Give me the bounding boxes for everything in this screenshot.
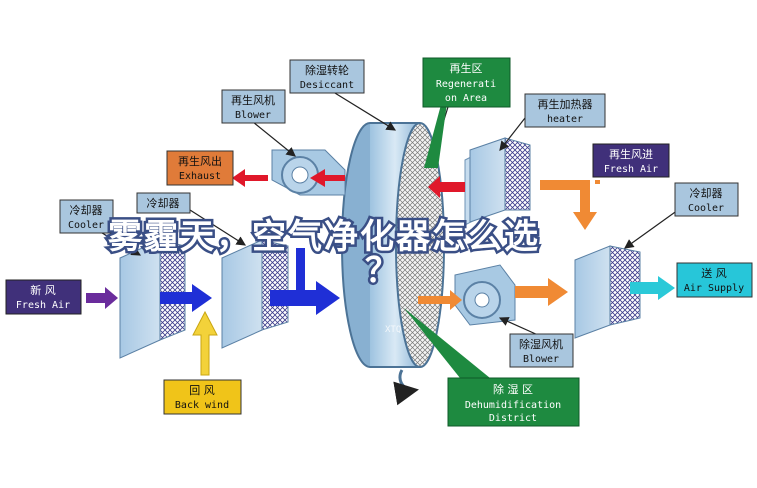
air-supply-arrow: [630, 276, 675, 300]
air-supply-zh: 送 风: [701, 266, 727, 280]
label-fresh-air-in: 新 风 Fresh Air: [5, 279, 82, 315]
fresh-air-arrow: [86, 287, 118, 309]
regen-blower-en: Blower: [235, 110, 271, 121]
label-dehum-blower: 除湿风机 Blower: [509, 333, 574, 368]
exhaust-zh: 再生风出: [178, 154, 222, 168]
label-back-wind: 回 风 Back wind: [163, 379, 242, 415]
process-arrow-1: [160, 284, 212, 312]
regen-heater-en: heater: [547, 114, 583, 125]
regen-area-zh: 再生区: [450, 61, 483, 75]
process-arrow-2: [270, 281, 340, 315]
regen-air-arrow: [428, 176, 465, 198]
flow-arrows: [86, 169, 675, 376]
cooler-right: [574, 245, 641, 339]
regen-blower-zh: 再生风机: [231, 93, 275, 107]
label-regen-heater: 再生加热器 heater: [524, 93, 606, 128]
label-dehum-district: 除 湿 区 Dehumidification District: [447, 377, 580, 427]
dehum-district-en2: District: [489, 413, 537, 424]
dehum-blower-en: Blower: [523, 354, 559, 365]
dehum-arrow-2: [515, 278, 568, 306]
regen-return-arrow: [310, 169, 345, 187]
regen-area-en2: on Area: [445, 93, 487, 104]
cooler-right-zh: 冷却器: [690, 187, 723, 200]
cooler-left-zh: 冷却器: [70, 204, 103, 217]
cooler-right-en: Cooler: [688, 203, 724, 214]
desiccant-zh: 除湿转轮: [305, 63, 349, 77]
regen-fresh-air-zh: 再生风进: [609, 147, 653, 161]
cooler-left-en: Cooler: [68, 220, 104, 231]
label-cooler-right: 冷却器 Cooler: [674, 182, 739, 217]
exhaust-arrow: [232, 169, 268, 187]
regen-heater: [469, 137, 531, 223]
desiccant-en: Desiccant: [300, 80, 354, 91]
back-wind-zh: 回 风: [189, 384, 215, 397]
callout-lines: [89, 89, 679, 336]
label-cooler-left: 冷却器 Cooler: [59, 199, 114, 234]
label-regen-area: 再生区 Regenerati on Area: [422, 57, 511, 108]
regen-blower: [271, 149, 346, 196]
dehum-blower: [454, 264, 516, 326]
fresh-air-zh: 新 风: [30, 283, 56, 297]
regen-fresh-air-en: Fresh Air: [604, 164, 658, 175]
desiccant-wheel: XTQ: [341, 122, 445, 406]
process-arrow-riser: [296, 248, 305, 293]
dehum-district-pointer: [404, 308, 490, 378]
back-wind-arrow: [192, 310, 218, 376]
cooler-mid-zh: 冷却器: [147, 197, 180, 210]
label-regen-fresh-air: 再生风进 Fresh Air: [592, 143, 670, 178]
label-exhaust: 再生风出 Exhaust: [166, 150, 234, 186]
dehum-blower-zh: 除湿风机: [519, 337, 563, 351]
regen-heater-zh: 再生加热器: [538, 97, 593, 111]
exhaust-en: Exhaust: [179, 171, 221, 182]
regen-fresh-air-arrow: [540, 180, 597, 230]
watermark: XTQ: [385, 325, 401, 335]
label-cooler-mid: 冷却器: [136, 192, 191, 214]
overlay-title-line1: 雾霾天，空气净化器怎么选: [108, 217, 540, 257]
label-desiccant: 除湿转轮 Desiccant: [289, 59, 365, 94]
dehum-arrow-1: [418, 290, 462, 310]
air-supply-en: Air Supply: [684, 283, 744, 294]
label-air-supply: 送 风 Air Supply: [676, 262, 753, 298]
fresh-air-en: Fresh Air: [16, 300, 70, 311]
rotation-arrow-icon: [393, 369, 419, 406]
back-wind-en: Back wind: [175, 400, 229, 411]
dehum-district-en1: Dehumidification: [465, 400, 561, 411]
label-regen-blower: 再生风机 Blower: [221, 89, 286, 124]
dehum-district-zh: 除 湿 区: [493, 382, 533, 396]
regen-area-en1: Regenerati: [436, 79, 496, 90]
cooler-mid: [221, 239, 289, 349]
overlay-title-line2: ？: [365, 251, 401, 291]
cooler-left: [119, 239, 186, 359]
